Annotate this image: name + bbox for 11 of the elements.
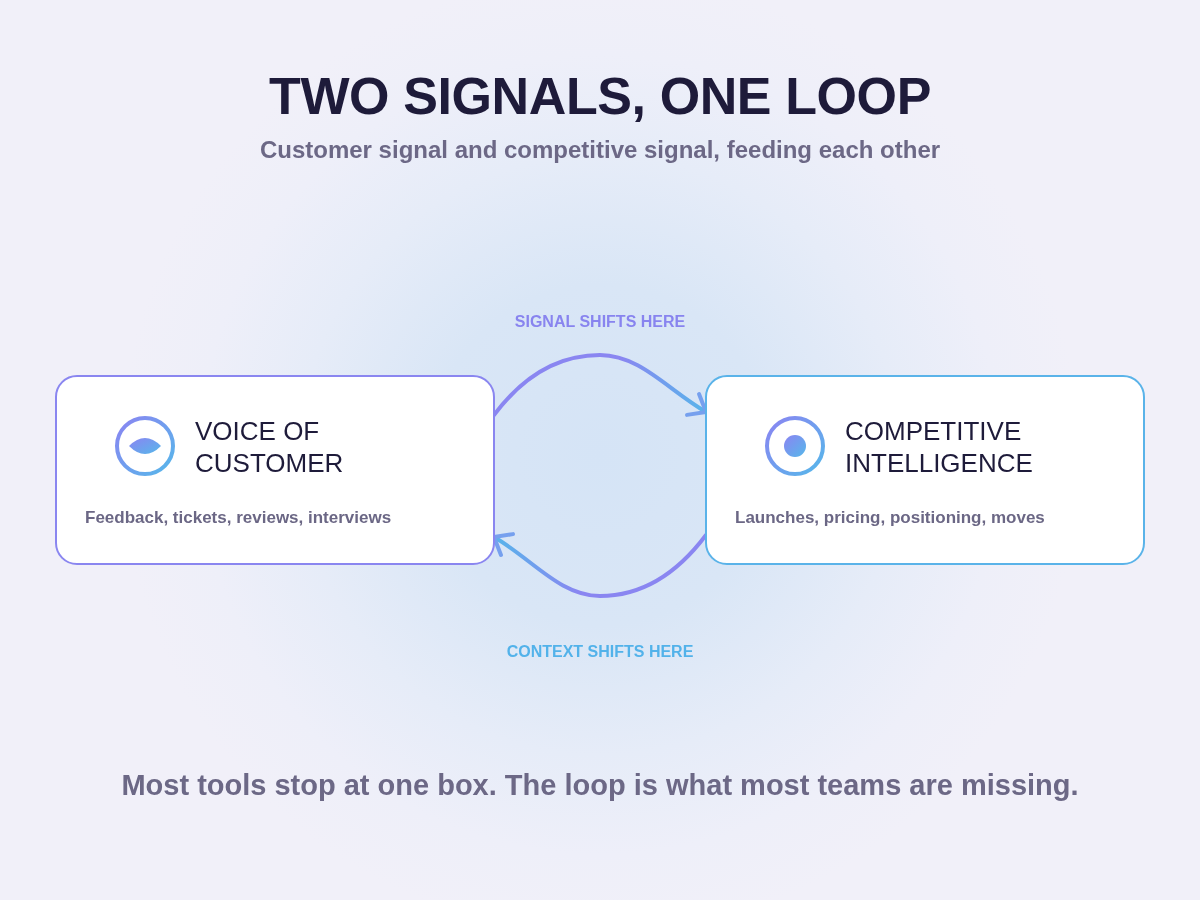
- edge-label: SIGNAL SHIFTS HERE: [514, 312, 686, 332]
- edge-label: CONTEXT SHIFTS HERE: [506, 642, 694, 662]
- box-heading: VOICE OF CUSTOMER: [195, 415, 344, 479]
- box-description: Launches, pricing, positioning, moves: [735, 507, 1045, 529]
- box-description: Feedback, tickets, reviews, interviews: [85, 507, 392, 529]
- box-heading: COMPETITIVE INTELLIGENCE: [845, 415, 1033, 479]
- process-box: [55, 375, 495, 565]
- footer-note: Most tools stop at one box. The loop is what most teams are missing.: [121, 768, 1079, 803]
- title: TWO SIGNALS, ONE LOOP: [269, 66, 931, 126]
- process-box: [705, 375, 1145, 565]
- subtitle: Customer signal and competitive signal, feeding each other: [259, 135, 941, 165]
